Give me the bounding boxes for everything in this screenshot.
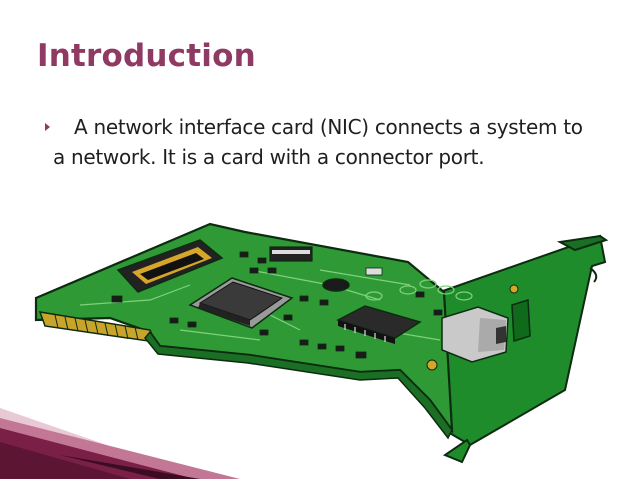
- memory-chip: [336, 305, 422, 344]
- card-bracket: [438, 234, 609, 464]
- connector-port: [441, 306, 509, 363]
- small-chip: [269, 246, 313, 262]
- slide-title: Introduction: [37, 38, 256, 74]
- components: [111, 251, 443, 359]
- bullet-text: A network interface card (NIC) connects …: [53, 115, 583, 169]
- rom-socket: [116, 239, 224, 293]
- bullet-item: A network interface card (NIC) connects …: [40, 112, 600, 172]
- led-indicator: [426, 284, 519, 371]
- bullet-arrow-icon: [45, 123, 50, 131]
- controller-chip: [188, 277, 294, 329]
- oscillator: [322, 278, 350, 292]
- capacitors: [365, 279, 473, 301]
